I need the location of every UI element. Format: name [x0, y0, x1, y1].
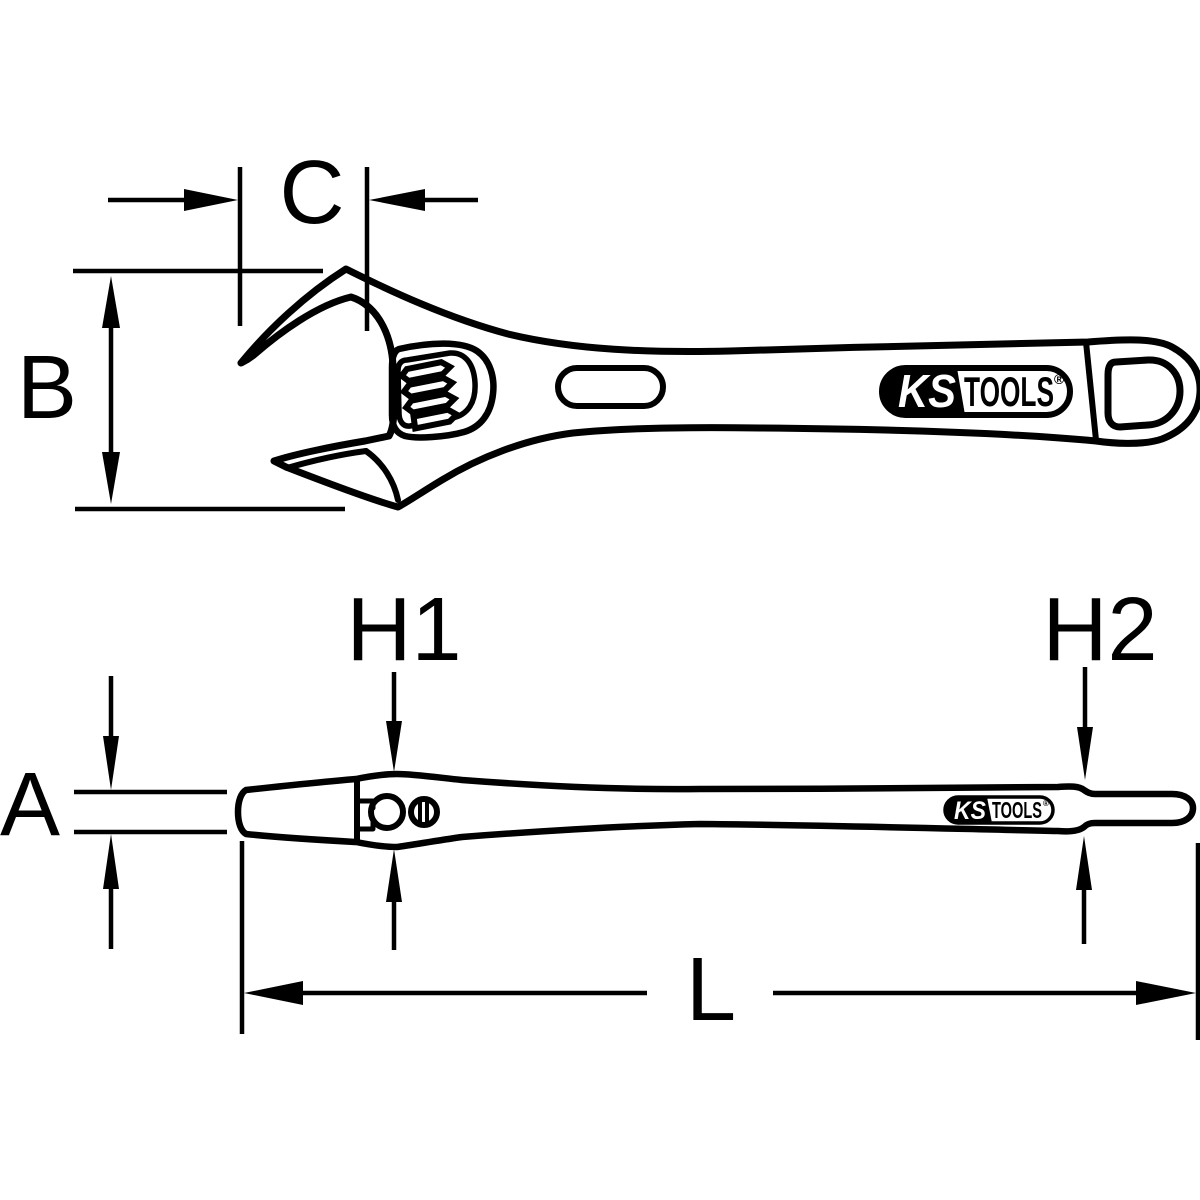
dim-c-arrow-right — [369, 189, 425, 211]
dim-h1-arrow-up — [386, 849, 402, 902]
knurl-bar — [410, 406, 462, 432]
dim-label-b: B — [17, 338, 77, 438]
logo-ks-text: KS — [898, 365, 956, 417]
dimension-a: A — [0, 676, 227, 949]
jaw-step-line — [284, 448, 369, 471]
worm-screw-knurling — [397, 359, 462, 432]
dim-a-arrow-up — [103, 834, 119, 889]
dim-b-arrow-down — [102, 452, 120, 504]
side-view-wrench: KS TOOLS ® — [234, 770, 1197, 851]
logo-tools-text: TOOLS — [964, 368, 1054, 415]
dim-b-arrow-up — [102, 276, 120, 328]
dim-label-l: L — [686, 940, 736, 1040]
jaw-slide-line — [363, 448, 401, 503]
handle-cap-line — [1083, 339, 1099, 443]
logo-ks-panel — [945, 797, 992, 823]
dim-c-arrow-left — [184, 189, 238, 211]
hang-hole — [1104, 356, 1184, 431]
knurl-bar — [397, 359, 455, 385]
knurl-bar — [402, 390, 460, 416]
pivot-ball — [368, 793, 406, 831]
dim-l-arrow-left — [244, 981, 303, 1005]
dim-label-h1: H1 — [346, 580, 461, 680]
logo-ks-text: KS — [954, 797, 986, 825]
logo-tools-text: TOOLS — [992, 797, 1042, 823]
dimension-c: C — [108, 143, 478, 331]
dimension-h2: H2 — [1042, 580, 1158, 944]
dim-h2-arrow-down — [1077, 727, 1093, 780]
worm-screw-boss — [388, 340, 497, 441]
ks-tools-logo-top: KS TOOLS ® — [879, 365, 1073, 418]
dim-label-h2: H2 — [1042, 580, 1157, 680]
registered-mark: ® — [1043, 799, 1049, 808]
dim-h2-arrow-up — [1076, 836, 1092, 890]
dim-l-arrow-right — [1136, 981, 1196, 1005]
knurl-bar — [399, 374, 458, 400]
dim-label-c: C — [280, 143, 345, 243]
dim-a-arrow-down — [103, 736, 119, 790]
dim-label-a: A — [0, 755, 60, 855]
dimension-l: L — [239, 841, 1200, 1040]
dim-h1-arrow-down — [386, 721, 402, 772]
ks-tools-logo-side: KS TOOLS ® — [943, 795, 1055, 825]
top-view-wrench: KS TOOLS ® — [237, 265, 1200, 511]
dimension-b: B — [17, 268, 345, 512]
dimension-h1: H1 — [346, 580, 462, 950]
adjuster-screw — [408, 796, 440, 828]
neck-slot — [555, 365, 666, 409]
wrench-side-outline — [234, 770, 1197, 851]
registered-mark: ® — [1054, 371, 1065, 387]
logo-ks-panel — [882, 368, 965, 415]
